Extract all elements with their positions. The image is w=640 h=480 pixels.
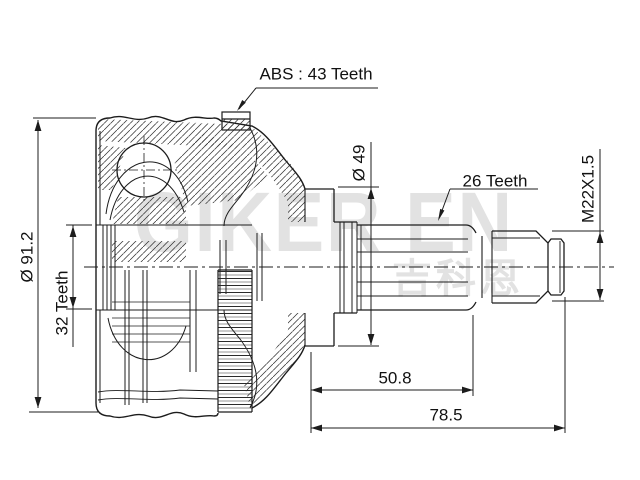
dimension-overall-length xyxy=(311,297,566,433)
callout-inner-spline-teeth: 32 Teeth xyxy=(52,270,72,336)
dim-label-spline-length: 50.8 xyxy=(378,368,412,388)
callout-shaft-spline-teeth: 26 Teeth xyxy=(462,171,528,191)
callout-abs-teeth: ABS : 43 Teeth xyxy=(259,64,373,84)
thread-section xyxy=(492,230,565,304)
dim-label-outer-diameter: Ø 91.2 xyxy=(17,231,37,283)
section-hatching xyxy=(98,119,305,407)
dim-label-overall-length: 78.5 xyxy=(429,405,463,425)
dimension-thread xyxy=(552,149,604,302)
dimension-pilot-diameter xyxy=(338,142,379,347)
dim-label-pilot-diameter: Ø 49 xyxy=(349,144,369,182)
watermark-cjk: 吉科恩 xyxy=(392,257,524,301)
dimension-outer-diameter xyxy=(29,117,98,413)
stub-shaft xyxy=(305,188,493,347)
dimension-spline-length xyxy=(310,315,474,433)
dim-label-thread-spec: M22X1.5 xyxy=(578,154,598,224)
bearing-ball xyxy=(112,136,178,204)
abs-ring-teeth-band xyxy=(217,269,253,412)
abs-ring-top xyxy=(221,111,251,131)
leader-abs xyxy=(237,87,378,111)
dimension-inner-spline xyxy=(66,224,92,347)
leader-shaft-spline xyxy=(438,188,538,221)
